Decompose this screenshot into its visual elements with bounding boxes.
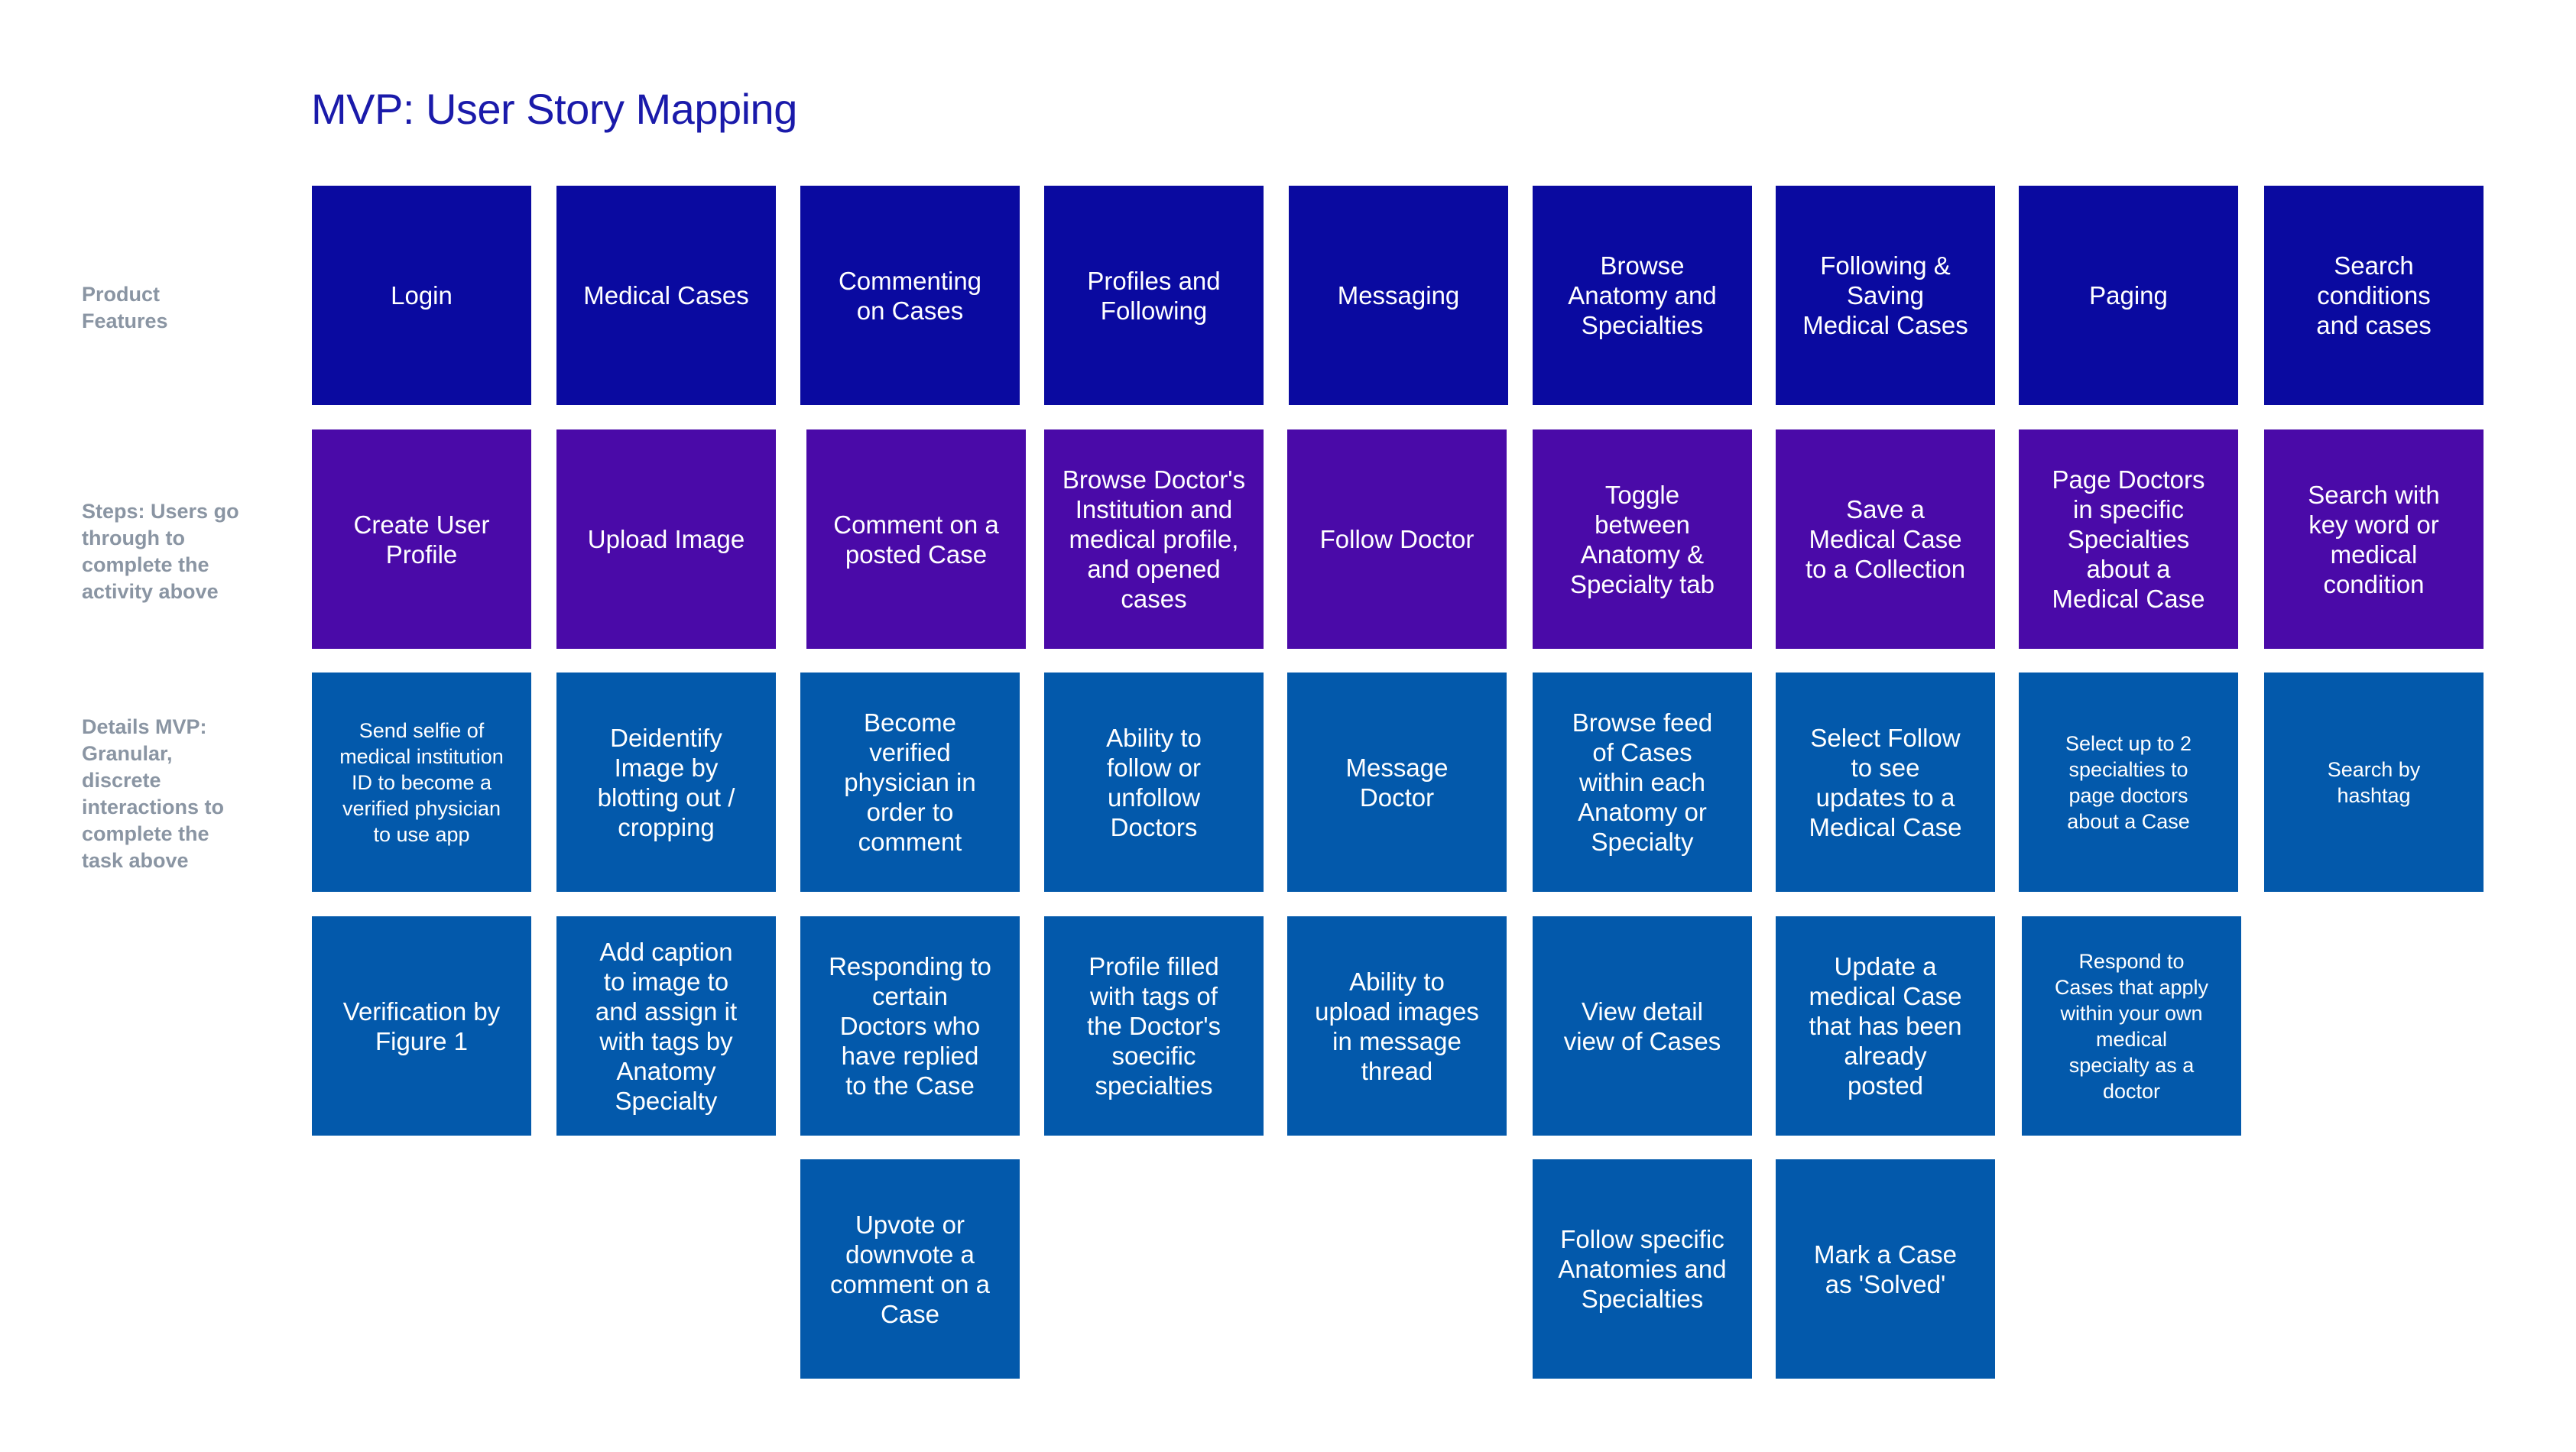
card-label: Follow specific Anatomies and Specialtie…: [1558, 1225, 1727, 1313]
card-label: Medical Cases: [583, 281, 749, 310]
card-label: Create User Profile: [353, 510, 490, 569]
card-label: Toggle between Anatomy & Specialty tab: [1570, 480, 1715, 598]
card-label: Select Follow to see updates to a Medica…: [1809, 723, 1962, 841]
feature-card-messaging[interactable]: Messaging: [1289, 186, 1508, 405]
step-card-create-profile[interactable]: Create User Profile: [312, 429, 531, 649]
page-title: MVP: User Story Mapping: [311, 85, 797, 133]
detail-card-send-selfie[interactable]: Send selfie of medical institution ID to…: [312, 673, 531, 892]
row-label-details-mvp: Details MVP: Granular, discrete interact…: [82, 715, 225, 872]
feature-card-following-saving[interactable]: Following & Saving Medical Cases: [1776, 186, 1995, 405]
step-card-upload-image[interactable]: Upload Image: [556, 429, 776, 649]
feature-card-search[interactable]: Search conditions and cases: [2264, 186, 2484, 405]
card-label: Browse feed of Cases within each Anatomy…: [1572, 708, 1713, 856]
card-label: Deidentify Image by blotting out / cropp…: [597, 723, 735, 841]
card-label: Commenting on Cases: [838, 266, 982, 325]
card-label: Save a Medical Case to a Collection: [1805, 495, 1966, 583]
detail-card-mark-solved[interactable]: Mark a Case as 'Solved': [1776, 1159, 1995, 1379]
step-card-browse-doctor[interactable]: Browse Doctor's Institution and medical …: [1044, 429, 1264, 649]
card-label: Page Doctors in specific Specialties abo…: [2052, 465, 2205, 613]
feature-card-medical-cases[interactable]: Medical Cases: [556, 186, 776, 405]
card-label: Browse Anatomy and Specialties: [1568, 251, 1717, 339]
detail-card-respond-cases[interactable]: Respond to Cases that apply within your …: [2022, 916, 2241, 1136]
detail-card-deidentify-image[interactable]: Deidentify Image by blotting out / cropp…: [556, 673, 776, 892]
detail-card-search-hashtag[interactable]: Search by hashtag: [2264, 673, 2484, 892]
row-label-steps: Steps: Users go through to complete the …: [82, 500, 239, 603]
feature-card-profiles-following[interactable]: Profiles and Following: [1044, 186, 1264, 405]
detail-card-follow-unfollow[interactable]: Ability to follow or unfollow Doctors: [1044, 673, 1264, 892]
card-label: Paging: [2089, 281, 2168, 310]
card-label: Update a medical Case that has been alre…: [1809, 952, 1962, 1100]
detail-card-verification[interactable]: Verification by Figure 1: [312, 916, 531, 1136]
card-label: Respond to Cases that apply within your …: [2054, 949, 2209, 1103]
detail-card-message-doctor[interactable]: Message Doctor: [1287, 673, 1507, 892]
card-label: Upload Image: [587, 525, 745, 553]
detail-card-profile-tags[interactable]: Profile filled with tags of the Doctor's…: [1044, 916, 1264, 1136]
detail-card-responding[interactable]: Responding to certain Doctors who have r…: [800, 916, 1020, 1136]
card-label: Send selfie of medical institution ID to…: [339, 718, 504, 846]
detail-card-select-follow[interactable]: Select Follow to see updates to a Medica…: [1776, 673, 1995, 892]
card-label: Search by hashtag: [2327, 757, 2421, 807]
detail-card-browse-feed[interactable]: Browse feed of Cases within each Anatomy…: [1533, 673, 1752, 892]
step-card-search-keyword[interactable]: Search with key word or medical conditio…: [2264, 429, 2484, 649]
card-label: Responding to certain Doctors who have r…: [829, 952, 991, 1100]
card-label: View detail view of Cases: [1563, 997, 1721, 1055]
card-label: Ability to follow or unfollow Doctors: [1106, 723, 1202, 841]
detail-card-update-case[interactable]: Update a medical Case that has been alre…: [1776, 916, 1995, 1136]
step-card-save-case[interactable]: Save a Medical Case to a Collection: [1776, 429, 1995, 649]
card-label: Messaging: [1337, 281, 1460, 310]
step-card-follow-doctor[interactable]: Follow Doctor: [1287, 429, 1507, 649]
card-label: Become verified physician in order to co…: [844, 708, 976, 856]
detail-card-follow-anatomies[interactable]: Follow specific Anatomies and Specialtie…: [1533, 1159, 1752, 1379]
card-label: Login: [391, 281, 453, 310]
detail-card-view-detail[interactable]: View detail view of Cases: [1533, 916, 1752, 1136]
card-label: Following & Saving Medical Cases: [1802, 251, 1968, 339]
feature-card-login[interactable]: Login: [312, 186, 531, 405]
detail-card-select-specialties[interactable]: Select up to 2 specialties to page docto…: [2019, 673, 2238, 892]
step-card-page-doctors[interactable]: Page Doctors in specific Specialties abo…: [2019, 429, 2238, 649]
card-label: Upvote or downvote a comment on a Case: [829, 1210, 991, 1328]
card-label: Search conditions and cases: [2316, 251, 2432, 339]
step-card-toggle-tab[interactable]: Toggle between Anatomy & Specialty tab: [1533, 429, 1752, 649]
card-label: Comment on a posted Case: [833, 510, 999, 569]
card-label: Search with key word or medical conditio…: [2308, 480, 2440, 598]
card-label: Verification by Figure 1: [342, 997, 501, 1055]
detail-card-add-caption[interactable]: Add caption to image to and assign it wi…: [556, 916, 776, 1136]
feature-card-commenting[interactable]: Commenting on Cases: [800, 186, 1020, 405]
card-label: Mark a Case as 'Solved': [1813, 1240, 1958, 1298]
row-label-product-features: Product Features: [82, 283, 168, 332]
detail-card-upload-images-message[interactable]: Ability to upload images in message thre…: [1287, 916, 1507, 1136]
feature-card-browse-anatomy[interactable]: Browse Anatomy and Specialties: [1533, 186, 1752, 405]
card-label: Message Doctor: [1345, 753, 1449, 812]
feature-card-paging[interactable]: Paging: [2019, 186, 2238, 405]
card-label: Profiles and Following: [1087, 266, 1221, 325]
detail-card-become-verified[interactable]: Become verified physician in order to co…: [800, 673, 1020, 892]
card-label: Browse Doctor's Institution and medical …: [1062, 465, 1246, 613]
card-label: Follow Doctor: [1319, 525, 1475, 553]
card-label: Select up to 2 specialties to page docto…: [2065, 731, 2192, 833]
card-label: Profile filled with tags of the Doctor's…: [1086, 952, 1221, 1100]
card-label: Add caption to image to and assign it wi…: [595, 937, 738, 1115]
detail-card-upvote-downvote[interactable]: Upvote or downvote a comment on a Case: [800, 1159, 1020, 1379]
card-label: Ability to upload images in message thre…: [1315, 967, 1479, 1085]
step-card-comment-case[interactable]: Comment on a posted Case: [806, 429, 1026, 649]
